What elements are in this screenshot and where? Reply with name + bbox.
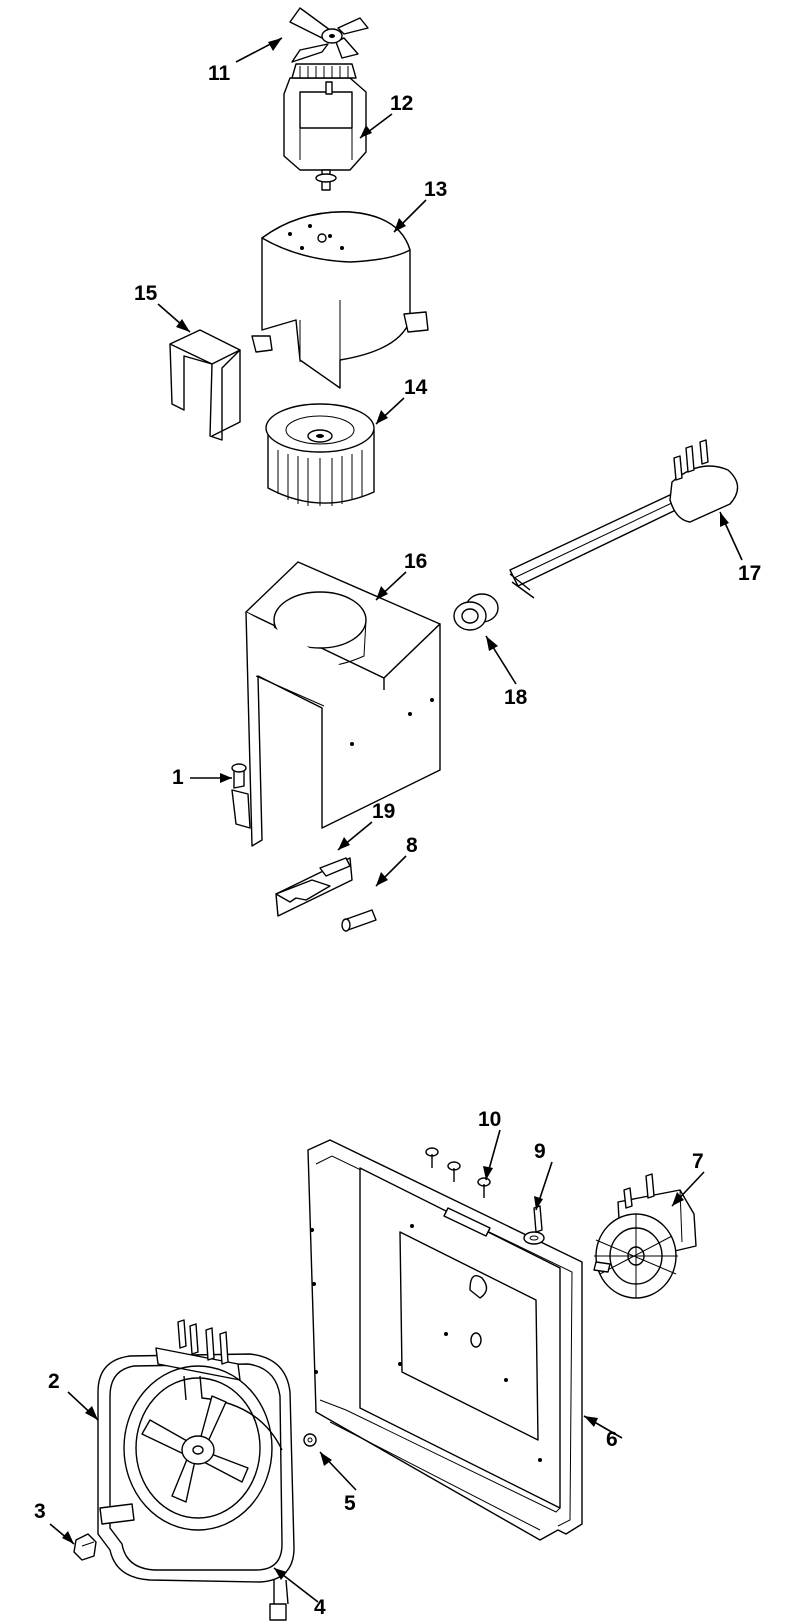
arrow-heads	[62, 38, 729, 1580]
part-15-bracket	[169, 329, 241, 441]
callout-10: 10	[478, 1108, 501, 1131]
part-18-grommet	[453, 593, 499, 631]
callout-3: 3	[34, 1500, 46, 1523]
callout-14: 14	[404, 376, 428, 399]
callout-15: 15	[134, 282, 158, 305]
callout-1: 1	[172, 766, 184, 789]
callout-4: 4	[314, 1596, 326, 1619]
part-4-convection-fan	[123, 1365, 273, 1531]
callout-6: 6	[606, 1428, 618, 1451]
part-17-power-cord	[509, 439, 739, 599]
part-14-blower-wheel	[265, 403, 375, 506]
part-2-heating-element	[97, 1319, 295, 1621]
part-6-convection-panel	[307, 1139, 583, 1541]
callout-16: 16	[404, 550, 427, 573]
part-5-nut	[303, 1433, 317, 1447]
part-7-convection-motor	[593, 1173, 697, 1299]
callout-8: 8	[406, 834, 418, 857]
callout-11: 11	[208, 62, 231, 85]
callout-7: 7	[692, 1150, 704, 1173]
callout-labels: 11 12 13 15 14 17 16 18 1 19 8 10 9 7 2 …	[34, 62, 761, 1619]
callout-9: 9	[534, 1140, 546, 1163]
callout-12: 12	[390, 92, 413, 115]
callout-19: 19	[372, 800, 395, 823]
callout-18: 18	[504, 686, 528, 709]
part-13-blower-housing	[251, 211, 429, 389]
callout-17: 17	[738, 562, 761, 585]
part-3-nut	[73, 1533, 97, 1561]
callout-13: 13	[424, 178, 447, 201]
callout-2: 2	[48, 1370, 60, 1393]
part-19-fuse-holder	[275, 857, 353, 917]
part-12-motor	[283, 63, 367, 191]
part-10-screws	[425, 1147, 491, 1198]
part-11-fan-blade	[289, 7, 369, 63]
part-8-fuse	[341, 909, 377, 932]
part-1-screw	[231, 763, 247, 789]
part-16-duct-housing	[231, 561, 441, 847]
part-9-thermostat	[523, 1205, 545, 1245]
callout-5: 5	[344, 1492, 356, 1515]
